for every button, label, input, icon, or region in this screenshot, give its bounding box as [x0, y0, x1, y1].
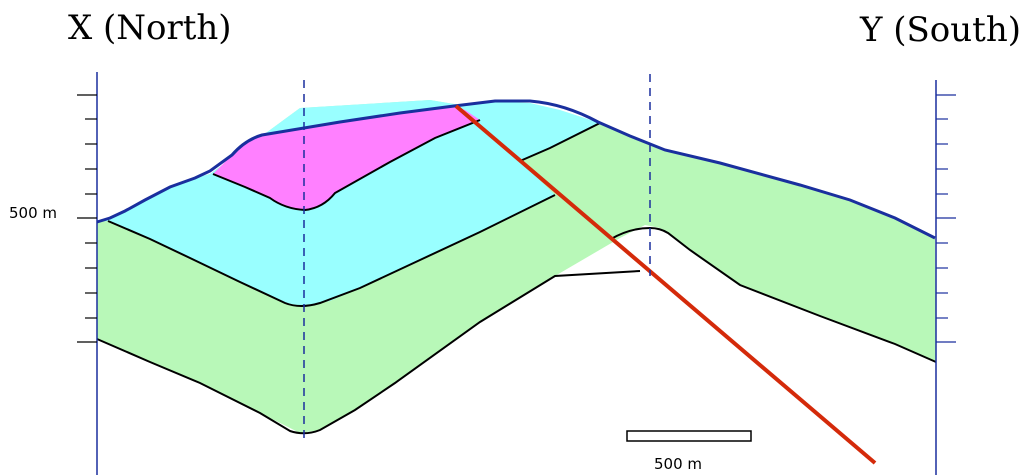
lower-unit-base-north	[96, 270, 641, 435]
dashed-reference-lines	[303, 74, 651, 440]
left-elevation-axis	[77, 72, 98, 475]
upper-middle-contact	[212, 119, 481, 212]
scale-bar-label: 500 m	[654, 455, 703, 473]
left-axis-ticks	[77, 94, 97, 343]
right-axis-ticks	[936, 94, 956, 343]
section-end-label-south: Y (South)	[859, 10, 1021, 50]
elevation-label: 500 m	[9, 204, 58, 222]
fault-line	[454, 104, 877, 465]
lower-unit-base-south	[610, 226, 937, 363]
contact-lines	[96, 119, 937, 435]
middle-unit-polygon	[97, 100, 600, 306]
topographic-surface	[96, 99, 936, 240]
right-elevation-axis	[935, 80, 956, 475]
middle-lower-contact-north	[107, 194, 556, 307]
middle-lower-contact-south	[519, 122, 601, 162]
scale-bar	[626, 430, 752, 442]
section-end-label-north: X (North)	[68, 8, 232, 48]
